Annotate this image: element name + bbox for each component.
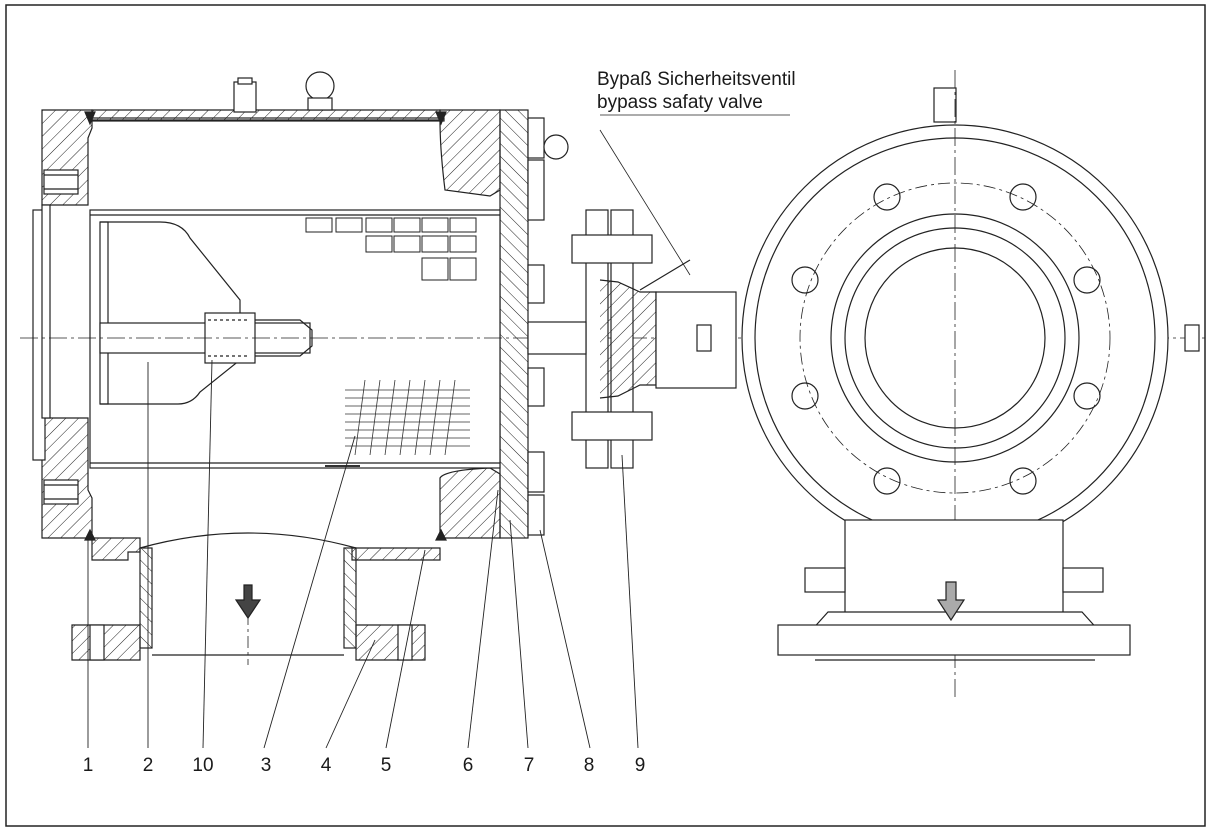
- section-view: [20, 70, 1205, 749]
- outlet-wall-right: [343, 547, 357, 649]
- top-vent-plug: [233, 81, 257, 113]
- part-number-6: 6: [462, 755, 474, 776]
- nameplate: [305, 217, 477, 281]
- part-number-7: 7: [523, 755, 535, 776]
- left-flange-lower: [41, 417, 93, 539]
- part-number-10: 10: [192, 755, 214, 776]
- right-block-upper: [439, 109, 501, 197]
- right-block-lower: [439, 467, 501, 539]
- end-view-base: [777, 624, 1131, 656]
- flow-arrow-right: [936, 581, 966, 622]
- right-end-plate: [499, 109, 529, 539]
- spring-coils: [208, 319, 250, 357]
- part-number-3: 3: [260, 755, 272, 776]
- part-number-1: 1: [82, 755, 94, 776]
- drawing-frame: [5, 4, 1206, 827]
- leader-lines: [87, 359, 639, 749]
- part-number-2: 2: [142, 755, 154, 776]
- annotation-line-2: bypass safaty valve: [597, 92, 763, 113]
- part-number-8: 8: [583, 755, 595, 776]
- lifting-eye: [305, 71, 335, 101]
- part-number-4: 4: [320, 755, 332, 776]
- bottom-wall-right: [351, 547, 441, 561]
- flow-arrow-left: [234, 584, 262, 620]
- outlet-flange-right: [355, 624, 426, 661]
- end-view: [696, 70, 1200, 700]
- bottom-wall-left: [91, 537, 141, 561]
- outlet-flange-left: [71, 624, 141, 661]
- filter-mesh: [325, 379, 470, 467]
- part-number-9: 9: [634, 755, 646, 776]
- part-number-5: 5: [380, 755, 392, 776]
- annotation-line-1: Bypaß Sicherheitsventil: [597, 69, 796, 90]
- outlet-wall-left: [139, 547, 153, 649]
